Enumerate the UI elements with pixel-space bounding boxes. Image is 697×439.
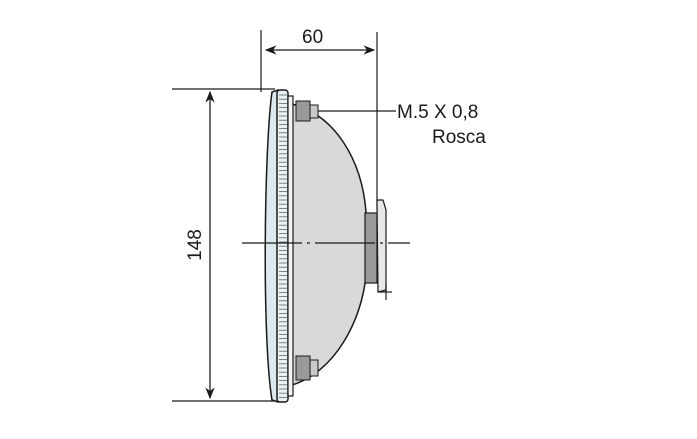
thread-spec-label: M.5 X 0,8 xyxy=(397,102,478,123)
bottom-mounting-screw xyxy=(295,355,319,381)
extension-lines xyxy=(172,30,378,402)
depth-dimension-label: 60 xyxy=(302,27,323,48)
bulb-socket xyxy=(364,199,392,300)
thread-type-label: Rosca xyxy=(432,127,486,148)
lens xyxy=(264,88,279,404)
bezel-teeth xyxy=(279,94,287,398)
reflector-dome xyxy=(291,103,367,387)
top-mounting-screw xyxy=(295,100,319,122)
diameter-dimension-label: 148 xyxy=(185,229,206,261)
bezel-flange xyxy=(287,95,294,397)
